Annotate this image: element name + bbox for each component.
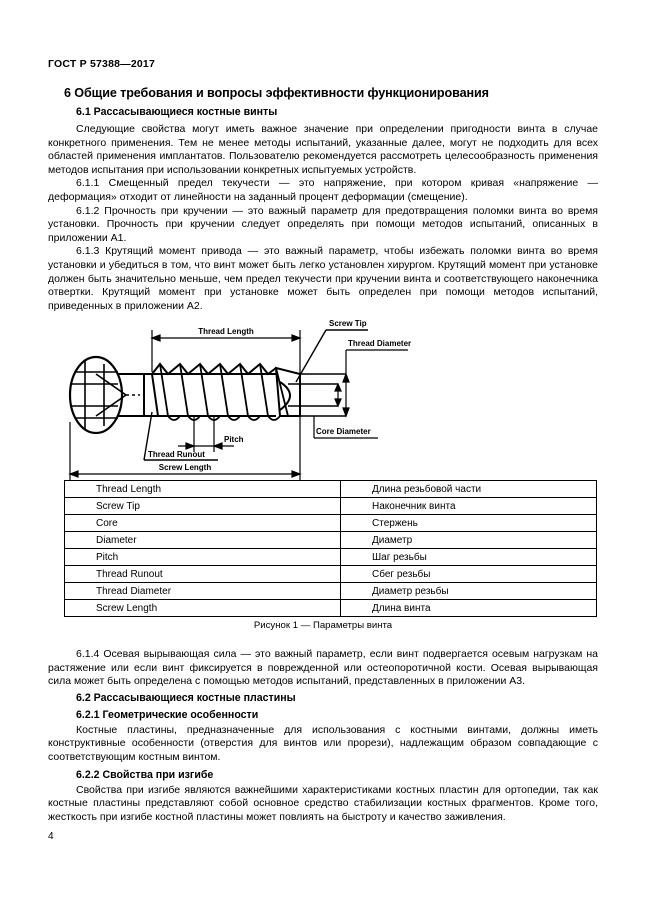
- screw-technical-drawing: Thread Length Screw Tip Thread Diameter: [68, 319, 411, 480]
- terminology-table: Thread Length Длина резьбовой части Scre…: [64, 480, 597, 617]
- table-row: Thread Diameter Диаметр резьбы: [64, 582, 597, 600]
- figure-label-screw-tip: Screw Tip: [329, 319, 367, 328]
- figure-label-screw-length: Screw Length: [159, 463, 212, 472]
- term-ru: Диаметр резьбы: [340, 582, 597, 600]
- term-ru: Сбег резьбы: [340, 565, 597, 583]
- paragraph-6-1-4: 6.1.4 Осевая вырывающая сила — это важны…: [48, 648, 598, 688]
- figure-label-thread-length: Thread Length: [198, 327, 254, 336]
- upper-text-block: 6 Общие требования и вопросы эффективнос…: [48, 86, 598, 313]
- figure-label-thread-diameter: Thread Diameter: [348, 339, 411, 348]
- term-en: Thread Diameter: [64, 582, 341, 600]
- table-row: Pitch Шаг резьбы: [64, 548, 597, 566]
- table-row: Core Стержень: [64, 514, 597, 532]
- table-row: Diameter Диаметр: [64, 531, 597, 549]
- paragraph-6-2-2: Свойства при изгибе являются важнейшими …: [48, 783, 598, 823]
- paragraph-6-2-1: Костные пластины, предназначенные для ис…: [48, 723, 598, 763]
- term-ru: Стержень: [340, 514, 597, 532]
- section-6-2-heading: 6.2 Рассасывающиеся костные пластины: [76, 691, 296, 704]
- term-en: Core: [64, 514, 341, 532]
- paragraph-intro: Следующие свойства могут иметь важное зн…: [48, 123, 598, 176]
- lower-text-block: 6.1.4 Осевая вырывающая сила — это важны…: [48, 648, 598, 824]
- term-en: Thread Length: [64, 480, 341, 498]
- table-row: Screw Length Длина винта: [64, 599, 597, 617]
- term-ru: Длина резьбовой части: [340, 480, 597, 498]
- section-6-heading: 6 Общие требования и вопросы эффективнос…: [64, 86, 489, 100]
- section-6-2-1-heading: 6.2.1 Геометрические особенности: [76, 708, 259, 721]
- paragraph-6-1-1: 6.1.1 Смещенный предел текучести — это н…: [48, 177, 598, 203]
- term-ru: Наконечник винта: [340, 497, 597, 515]
- term-en: Thread Runout: [64, 565, 341, 583]
- figure-label-core-diameter: Core Diameter: [316, 427, 371, 436]
- section-6-2-2-heading: 6.2.2 Свойства при изгибе: [76, 768, 214, 781]
- term-en: Diameter: [64, 531, 341, 549]
- paragraph-6-1-2: 6.1.2 Прочность при кручении — это важны…: [48, 204, 598, 244]
- term-ru: Шаг резьбы: [340, 548, 597, 566]
- table-row: Thread Runout Сбег резьбы: [64, 565, 597, 583]
- figure-caption: Рисунок 1 — Параметры винта: [253, 620, 393, 631]
- table-row: Screw Tip Наконечник винта: [64, 497, 597, 515]
- term-ru: Диаметр: [340, 531, 597, 549]
- section-6-1-heading: 6.1 Рассасывающиеся костные винты: [76, 106, 278, 118]
- figure-label-pitch: Pitch: [224, 435, 244, 444]
- paragraph-6-1-3: 6.1.3 Крутящий момент привода — это важн…: [48, 245, 598, 312]
- figure-label-thread-runout: Thread Runout: [148, 450, 205, 459]
- document-standard-header: ГОСТ Р 57388—2017: [48, 58, 156, 70]
- table-row: Thread Length Длина резьбовой части: [64, 480, 597, 498]
- screw-diagram-figure: Thread Length Screw Tip Thread Diameter: [48, 312, 598, 492]
- page-number: 4: [48, 831, 54, 842]
- term-ru: Длина винта: [340, 599, 597, 617]
- term-en: Screw Tip: [64, 497, 341, 515]
- term-en: Pitch: [64, 548, 341, 566]
- term-en: Screw Length: [64, 599, 341, 617]
- terminology-table-body: Thread Length Длина резьбовой части Scre…: [64, 480, 597, 617]
